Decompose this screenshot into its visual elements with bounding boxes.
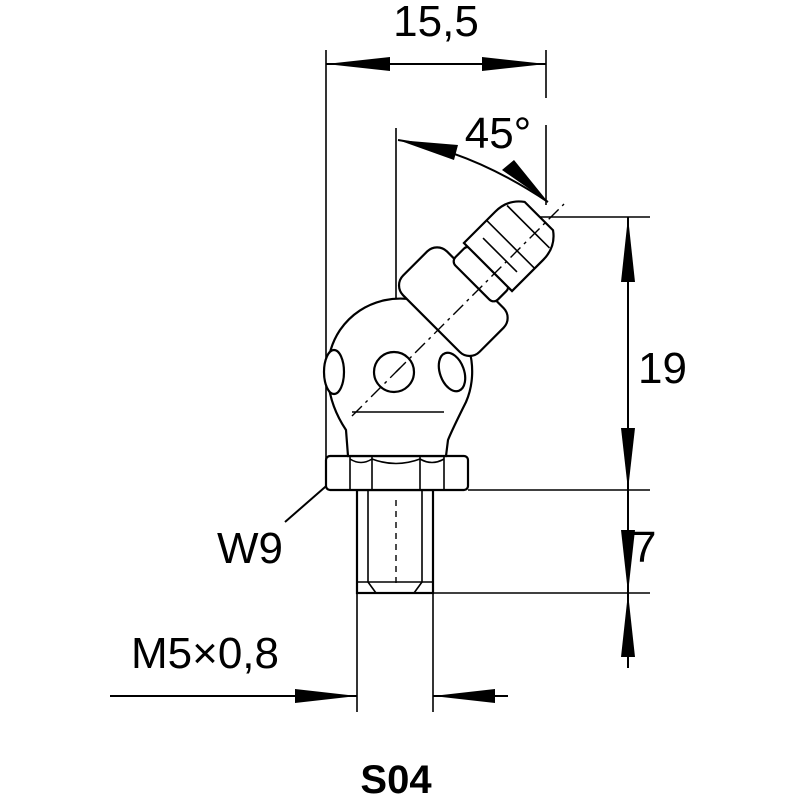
hex-collar bbox=[324, 454, 470, 492]
center-line-ball bbox=[351, 363, 405, 417]
dimension-angle-label: 45° bbox=[465, 109, 532, 158]
dimension-height-thread: 7 bbox=[621, 490, 656, 668]
dimension-width-label: 15,5 bbox=[393, 0, 479, 46]
ball-front-hole bbox=[372, 350, 416, 394]
ball-side-hole-left bbox=[322, 348, 346, 396]
dimension-thread: M5×0,8 bbox=[110, 629, 508, 703]
threaded-shank bbox=[355, 488, 435, 595]
dimension-height-head-label: 19 bbox=[638, 344, 687, 393]
model-code: S04 bbox=[360, 758, 432, 800]
angled-head bbox=[397, 200, 555, 358]
dimension-angle: 45° bbox=[397, 109, 549, 203]
dimension-height-thread-label: 7 bbox=[632, 523, 656, 572]
nozzle-tip bbox=[462, 200, 555, 293]
center-line-axis bbox=[395, 203, 565, 373]
wrench-size-label: W9 bbox=[217, 524, 283, 573]
dimension-height-head: 19 bbox=[621, 217, 687, 490]
ball-body bbox=[322, 297, 474, 458]
dimension-thread-label: M5×0,8 bbox=[131, 629, 279, 678]
dimension-width: 15,5 bbox=[326, 0, 546, 71]
wrench-size-leader: W9 bbox=[217, 473, 341, 573]
ball-side-hole-right bbox=[437, 351, 467, 393]
